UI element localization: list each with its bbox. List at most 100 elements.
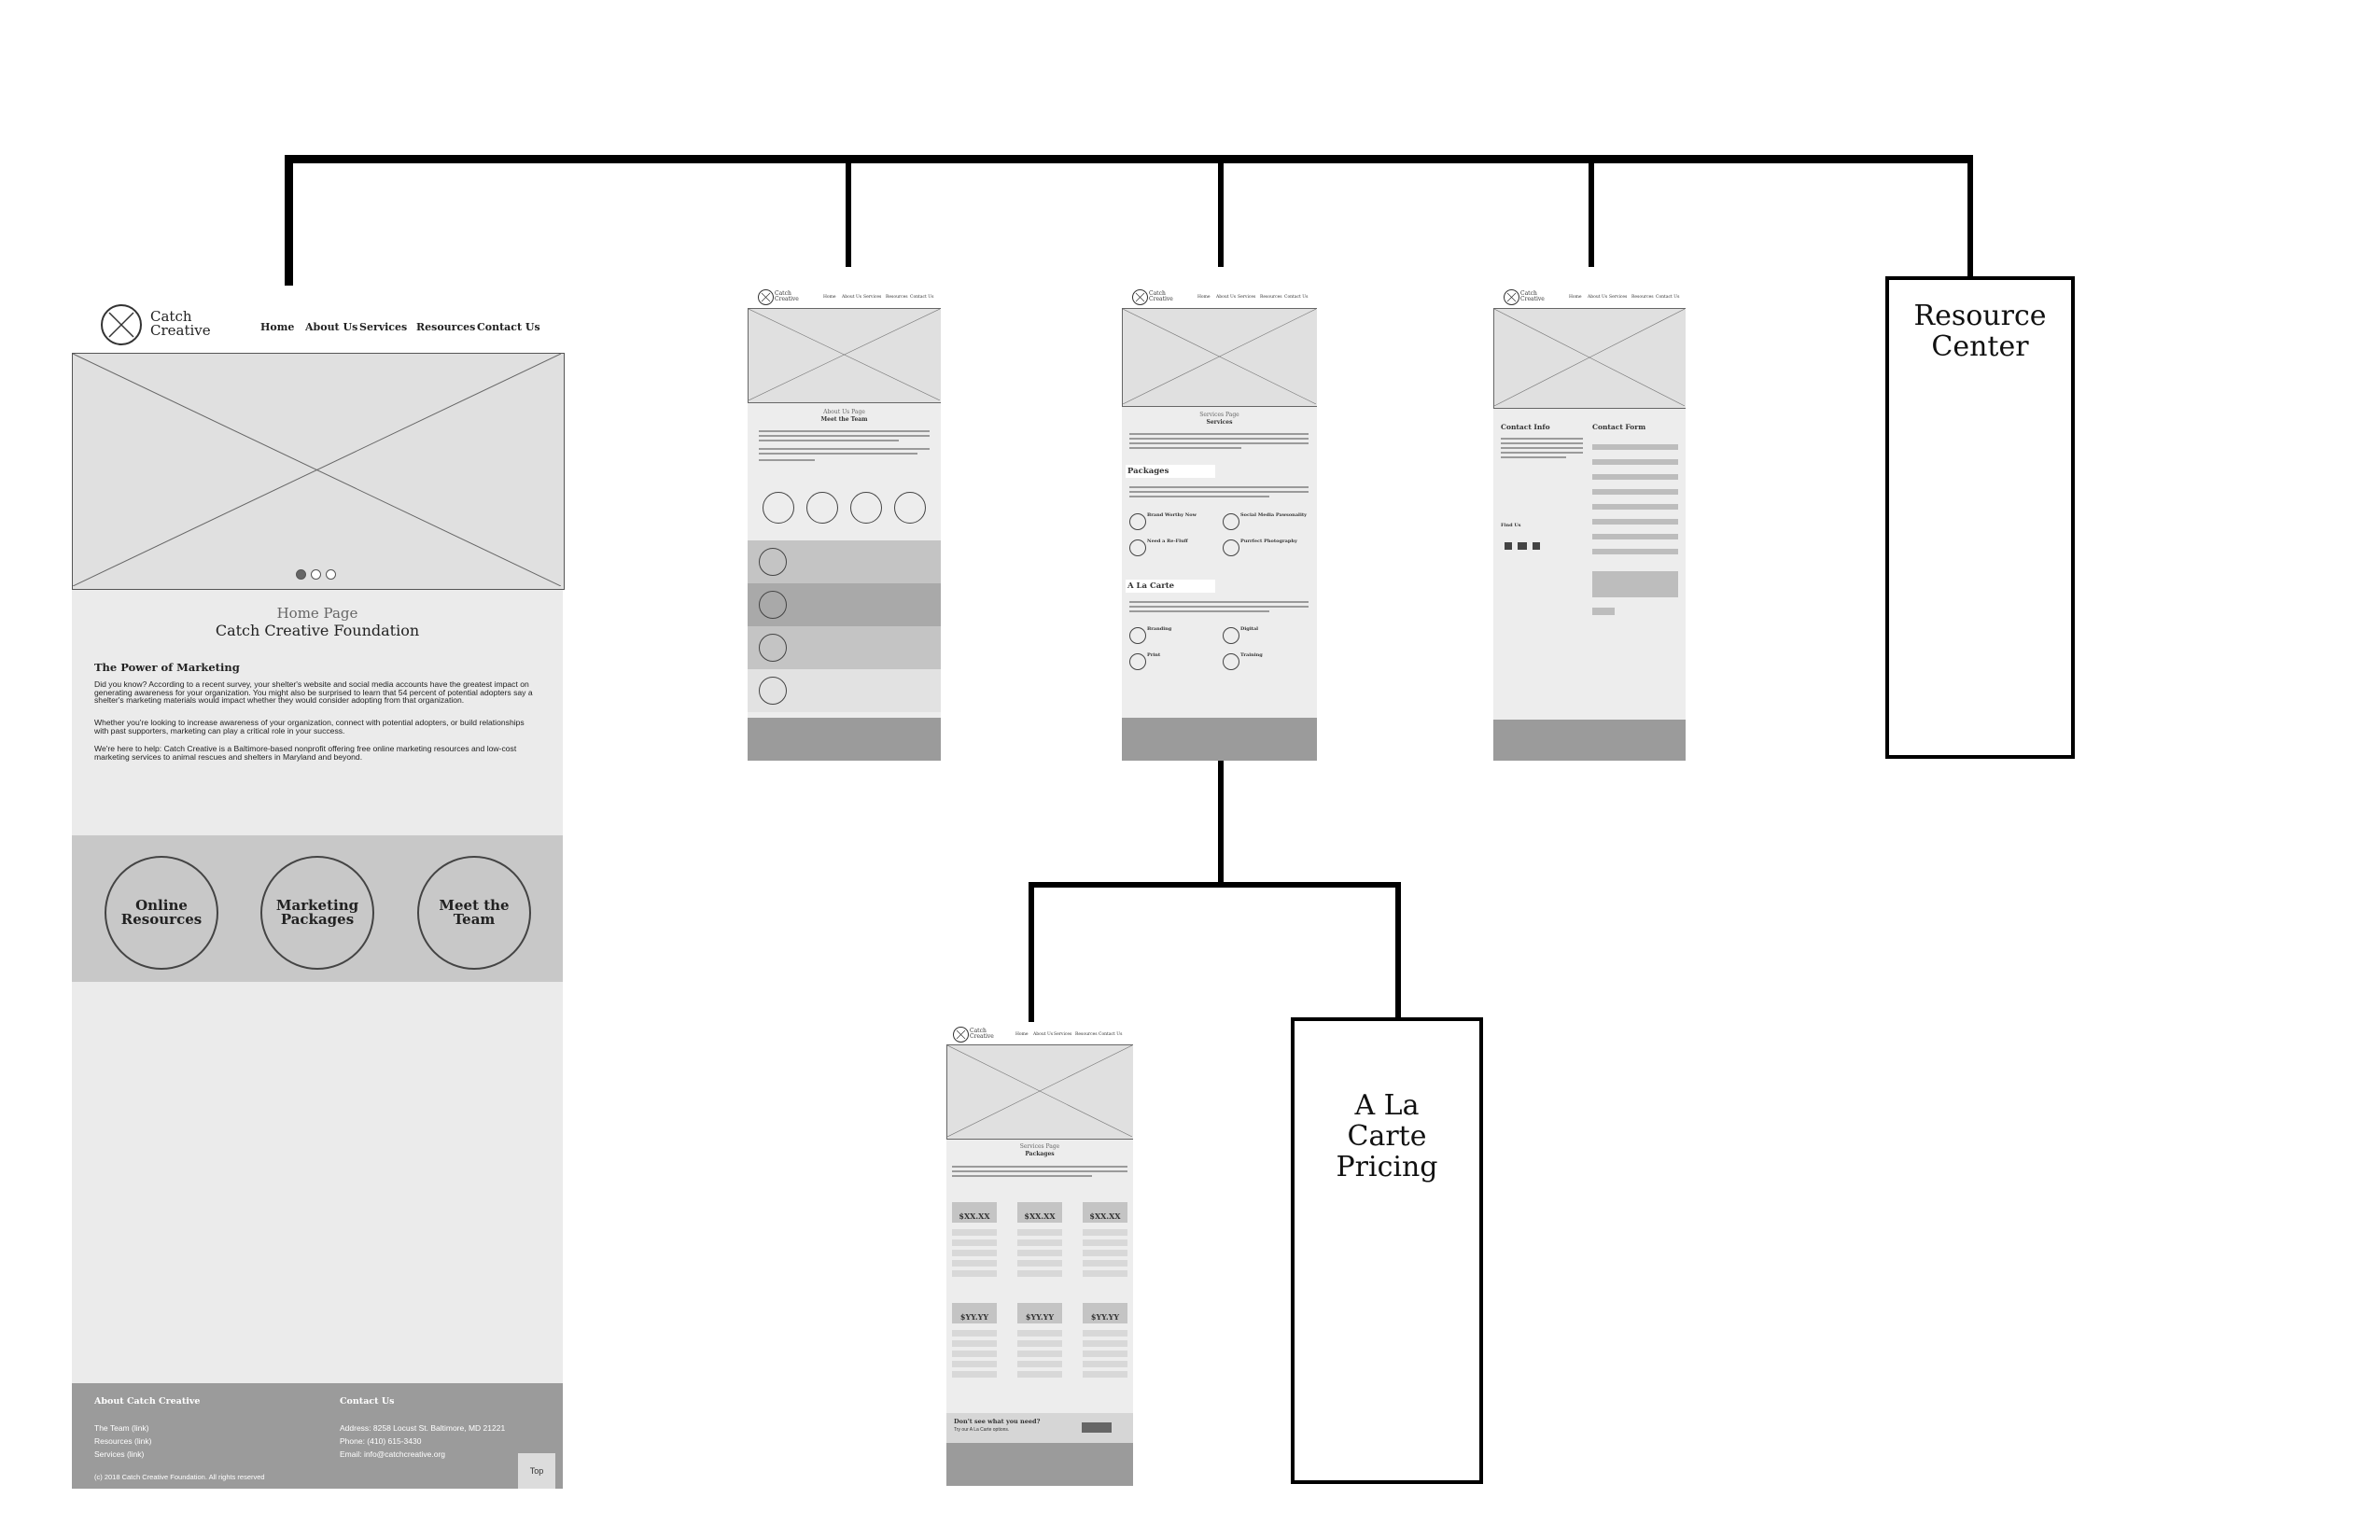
team-circle[interactable]	[806, 492, 838, 524]
nav-about-us[interactable]: About Us	[1216, 295, 1237, 300]
alacarte-heading-bar	[1126, 580, 1215, 593]
alacarte-icon[interactable]	[1129, 627, 1146, 644]
nav-contact-us[interactable]: Contact Us	[1284, 295, 1309, 300]
home-footer: About Catch Creative The Team (link) Res…	[72, 1383, 563, 1489]
linkedin-icon[interactable]	[1533, 542, 1540, 550]
alacarte-icon[interactable]	[1223, 653, 1239, 670]
form-field[interactable]	[1592, 459, 1678, 465]
footer-phone: Phone: (410) 615-3430	[340, 1436, 422, 1446]
form-field[interactable]	[1592, 444, 1678, 450]
package-icon[interactable]	[1129, 513, 1146, 530]
facebook-icon[interactable]	[1505, 542, 1512, 550]
hero-image-placeholder	[1493, 308, 1686, 409]
nav-contact-us[interactable]: Contact Us	[910, 295, 934, 300]
footer-link-services[interactable]: Services (link)	[94, 1449, 145, 1459]
nav-services[interactable]: Services	[1609, 295, 1628, 300]
form-field[interactable]	[1592, 519, 1678, 525]
nav-resources[interactable]: Resources	[886, 295, 908, 300]
connector-drop-a-la-carte	[1395, 882, 1401, 1020]
connector-drop-contact	[1589, 155, 1594, 267]
back-to-top-button[interactable]: Top	[518, 1453, 555, 1489]
form-field[interactable]	[1592, 474, 1678, 480]
alacarte-icon[interactable]	[1129, 653, 1146, 670]
footer-link-resources[interactable]: Resources (link)	[94, 1436, 152, 1446]
nav-contact-us[interactable]: Contact Us	[1099, 1032, 1123, 1037]
nav-services[interactable]: Services	[1238, 295, 1256, 300]
team-circle[interactable]	[894, 492, 926, 524]
nav-home[interactable]: Home	[1015, 1032, 1029, 1037]
hero-image-placeholder	[748, 308, 941, 403]
submit-button[interactable]	[1592, 608, 1615, 615]
paragraph-3: We're here to help: Catch Creative is a …	[94, 744, 517, 762]
package-price: $YY.YY	[1025, 1312, 1055, 1322]
package-feature	[1083, 1239, 1127, 1246]
nav-services[interactable]: Services	[863, 295, 882, 300]
text-line	[1501, 447, 1583, 449]
package-icon[interactable]	[1223, 513, 1239, 530]
package-feature	[1083, 1229, 1127, 1236]
footer-address: Address: 8258 Locust St. Baltimore, MD 2…	[340, 1423, 506, 1433]
message-textarea[interactable]	[1592, 571, 1678, 597]
text-line	[759, 453, 917, 455]
nav-home[interactable]: Home	[1569, 295, 1582, 300]
connector-drop-home	[285, 155, 293, 286]
nav-about-us[interactable]: About Us	[842, 295, 862, 300]
connector-drop-services	[1218, 155, 1224, 267]
behance-icon[interactable]	[1518, 542, 1527, 550]
paragraph-1: Did you know? According to a recent surv…	[94, 679, 533, 706]
nav-about-us[interactable]: About Us	[1033, 1032, 1054, 1037]
team-avatar	[759, 591, 787, 619]
alacarte-icon[interactable]	[1223, 627, 1239, 644]
package-feature	[952, 1361, 997, 1367]
nav-about-us[interactable]: About Us	[305, 321, 358, 333]
text-line	[1129, 486, 1309, 488]
form-field[interactable]	[1592, 534, 1678, 539]
alacarte-name: Branding	[1147, 626, 1172, 632]
nav-home[interactable]: Home	[823, 295, 836, 300]
form-field[interactable]	[1592, 489, 1678, 495]
package-feature	[952, 1270, 997, 1277]
text-line	[1129, 433, 1309, 435]
form-field[interactable]	[1592, 549, 1678, 554]
nav-resources[interactable]: Resources	[416, 321, 476, 333]
nav-resources[interactable]: Resources	[1631, 295, 1654, 300]
nav-contact-us[interactable]: Contact Us	[1656, 295, 1680, 300]
nav-services[interactable]: Services	[1054, 1032, 1072, 1037]
package-icon[interactable]	[1223, 539, 1239, 556]
carousel-dot-2[interactable]	[311, 569, 321, 580]
text-line	[1129, 491, 1309, 493]
carousel-dot-1[interactable]	[296, 569, 306, 580]
text-line	[759, 440, 899, 441]
text-line	[1129, 496, 1269, 497]
nav-home[interactable]: Home	[260, 321, 295, 333]
nav-resources[interactable]: Resources	[1075, 1032, 1098, 1037]
team-circle[interactable]	[763, 492, 794, 524]
package-icon[interactable]	[1129, 539, 1146, 556]
resource-center-node[interactable]: Resource Center	[1885, 276, 2075, 759]
package-name: Brand Worthy Now	[1147, 512, 1197, 518]
nav-home[interactable]: Home	[1197, 295, 1211, 300]
carousel-dot-3[interactable]	[326, 569, 336, 580]
nav-about-us[interactable]: About Us	[1588, 295, 1608, 300]
page-label: Services Page	[1199, 412, 1239, 418]
a-la-carte-pricing-node[interactable]: A La Carte Pricing	[1291, 1017, 1483, 1484]
nav-services[interactable]: Services	[359, 321, 408, 333]
footer-email[interactable]: Email: info@catchcreative.org	[340, 1449, 446, 1459]
package-feature	[1017, 1229, 1062, 1236]
form-field[interactable]	[1592, 504, 1678, 510]
footer-link-team[interactable]: The Team (link)	[94, 1423, 149, 1433]
cta-button[interactable]	[1082, 1422, 1112, 1433]
packages-heading: Packages	[1127, 467, 1169, 476]
package-feature	[1017, 1270, 1062, 1277]
package-card-title	[952, 1202, 997, 1223]
package-feature	[1017, 1371, 1062, 1378]
team-circle[interactable]	[850, 492, 882, 524]
nav-contact-us[interactable]: Contact Us	[477, 321, 540, 333]
nav-resources[interactable]: Resources	[1260, 295, 1282, 300]
